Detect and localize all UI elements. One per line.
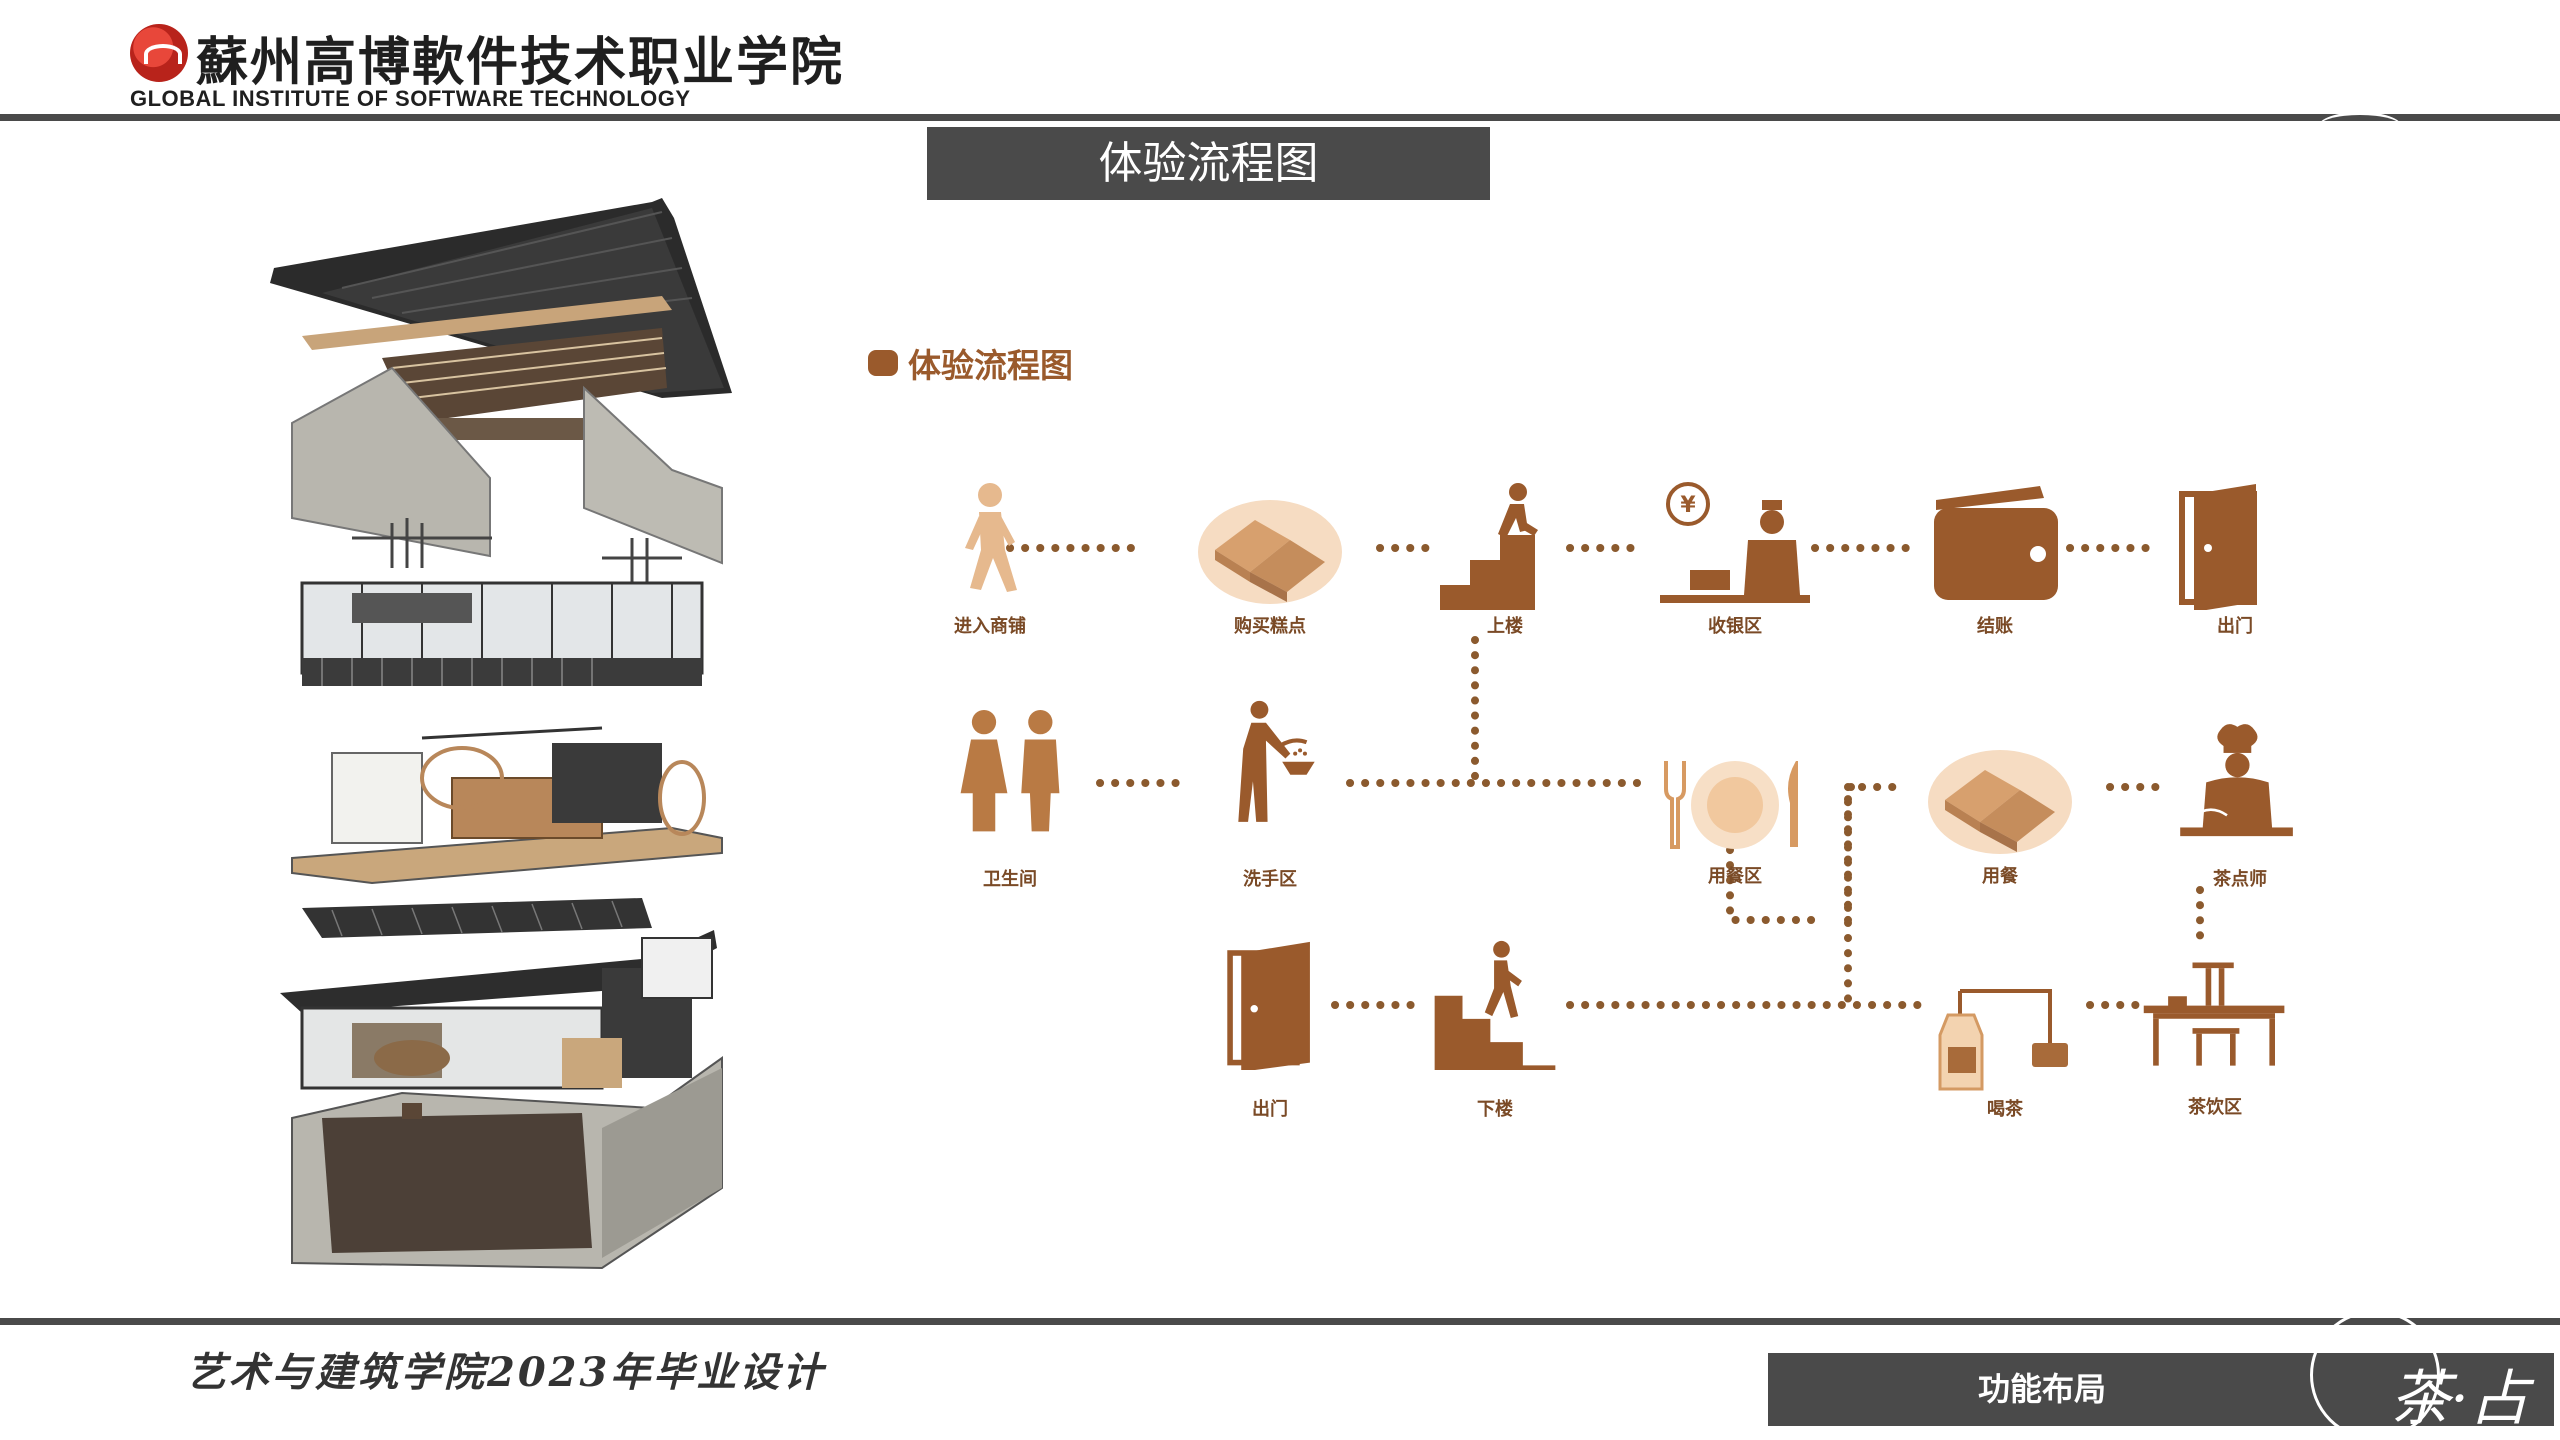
node-pastry-chef: 茶点师 <box>2165 720 2315 890</box>
base-layer <box>291 1056 723 1270</box>
school-emblem-icon <box>130 24 188 82</box>
pastry-plate-icon <box>1198 500 1342 604</box>
node-label: 喝茶 <box>1987 1099 2023 1120</box>
node-label: 洗手区 <box>1243 869 1297 890</box>
decorative-arc <box>2318 112 2402 142</box>
school-logo: 蘇州高博軟件技术职业学院 GLOBAL INSTITUTE OF SOFTWAR… <box>128 18 842 114</box>
node-label: 下楼 <box>1477 1099 1513 1120</box>
roof-layer <box>270 198 732 440</box>
node-tea-area: 茶饮区 <box>2140 950 2290 1118</box>
hand-washing-icon <box>1238 700 1315 822</box>
node-buy-pastry: 购买糕点 <box>1195 480 1345 637</box>
page-title: 体验流程图 <box>927 127 1490 200</box>
footer-section-label: 功能布局 <box>1978 1370 2107 1408</box>
footer-divider <box>0 1318 2560 1325</box>
upstairs-icon <box>1440 483 1538 610</box>
node-go-upstairs: 上楼 <box>1430 480 1580 637</box>
tea-bag-icon <box>1938 989 2068 1091</box>
ground-floor-layer <box>280 898 717 1090</box>
node-label: 用餐 <box>1982 866 2018 887</box>
door-icon <box>2179 484 2257 610</box>
interior-upper-layer <box>291 726 723 885</box>
chef-icon <box>2180 724 2293 837</box>
cashier-icon: ¥ <box>1660 482 1810 603</box>
building-exploded-illustration <box>270 198 732 1270</box>
node-label: 购买糕点 <box>1234 616 1306 637</box>
node-label: 出门 <box>2217 616 2253 637</box>
node-wash-area: 洗手区 <box>1195 700 1345 890</box>
node-dining-area: 用餐区 <box>1660 740 1810 887</box>
node-label: 收银区 <box>1708 616 1762 637</box>
walking-person-icon <box>965 483 1017 592</box>
node-label: 出门 <box>1252 1099 1288 1120</box>
node-go-downstairs: 下楼 <box>1420 940 1570 1120</box>
node-dining: 用餐 <box>1925 730 2075 887</box>
node-exit-1: 出门 <box>2160 480 2310 637</box>
footer-project-title: 艺术与建筑学院2023年毕业设计 <box>186 1349 826 1396</box>
header-divider <box>0 114 2560 121</box>
school-name-cn: 蘇州高博軟件技术职业学院 <box>196 32 845 93</box>
node-label: 结账 <box>1977 616 2013 637</box>
node-cashier: ¥ 收银区 <box>1660 480 1810 637</box>
section-heading: 体验流程图 <box>868 338 1073 388</box>
wallet-icon <box>1934 486 2058 600</box>
bullet-icon <box>868 350 898 376</box>
node-label: 茶点师 <box>2213 869 2267 890</box>
restroom-icon <box>960 710 1060 832</box>
brand-circle-icon <box>2310 1310 2440 1440</box>
downstairs-icon <box>1434 940 1556 1070</box>
pastry-plate-icon <box>1928 750 2072 854</box>
plate-cutlery-icon <box>1664 761 1798 849</box>
node-restroom: 卫生间 <box>935 710 1085 890</box>
node-label: 用餐区 <box>1708 866 1762 887</box>
node-label: 茶饮区 <box>2188 1097 2242 1118</box>
svg-text:¥: ¥ <box>1680 493 1696 518</box>
wall-layer <box>291 366 723 593</box>
node-label: 进入商铺 <box>954 616 1026 637</box>
door-icon <box>1227 941 1310 1070</box>
upper-floor-layer <box>300 581 704 686</box>
tea-table-icon <box>2143 962 2285 1066</box>
node-exit-2: 出门 <box>1195 940 1345 1120</box>
node-label: 卫生间 <box>983 869 1037 890</box>
node-enter-shop: 进入商铺 <box>915 480 1065 637</box>
brand-logo: 茶·占 <box>2390 1364 2530 1434</box>
node-drink-tea: 喝茶 <box>1930 975 2080 1120</box>
node-label: 上楼 <box>1487 616 1523 637</box>
section-heading-text: 体验流程图 <box>908 346 1073 385</box>
school-name-en: GLOBAL INSTITUTE OF SOFTWARE TECHNOLOGY <box>130 86 691 111</box>
node-checkout: 结账 <box>1920 480 2070 637</box>
